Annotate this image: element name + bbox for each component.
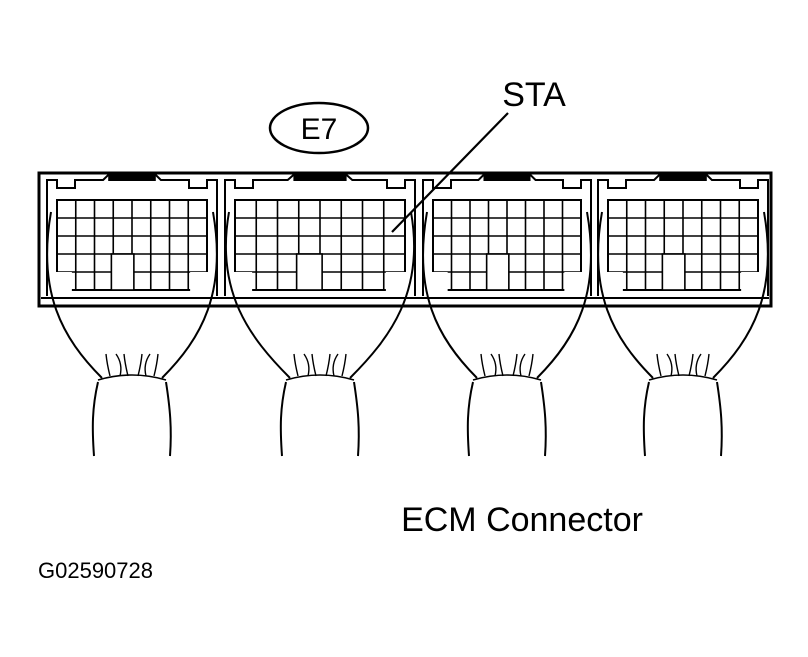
connector-sections: [46, 174, 769, 296]
pin-grid: [431, 199, 583, 292]
wire-harness-4: [597, 211, 769, 457]
figure-code: G02590728: [38, 558, 153, 583]
diagram-caption: ECM Connector: [401, 501, 643, 539]
pin-label: STA: [502, 76, 566, 114]
connector-id-label: E7: [301, 113, 338, 146]
pin-callout: STA: [391, 76, 566, 233]
wire-harnesses: [46, 211, 769, 457]
connector-section-4: [597, 174, 769, 296]
connector-section-2: [224, 174, 416, 296]
pin-grid: [606, 199, 760, 292]
wire-harness-3: [422, 211, 592, 457]
pin-grid: [55, 199, 209, 292]
pin-leader-line: [391, 112, 509, 233]
pin-grid: [233, 199, 407, 292]
wire-harness-1: [46, 211, 218, 457]
connector-id-callout: E7: [268, 101, 370, 155]
connector-section-1: [46, 174, 218, 296]
wire-harness-2: [224, 211, 416, 457]
connector-id-oval: [268, 101, 370, 155]
connector-section-3: [422, 174, 592, 296]
